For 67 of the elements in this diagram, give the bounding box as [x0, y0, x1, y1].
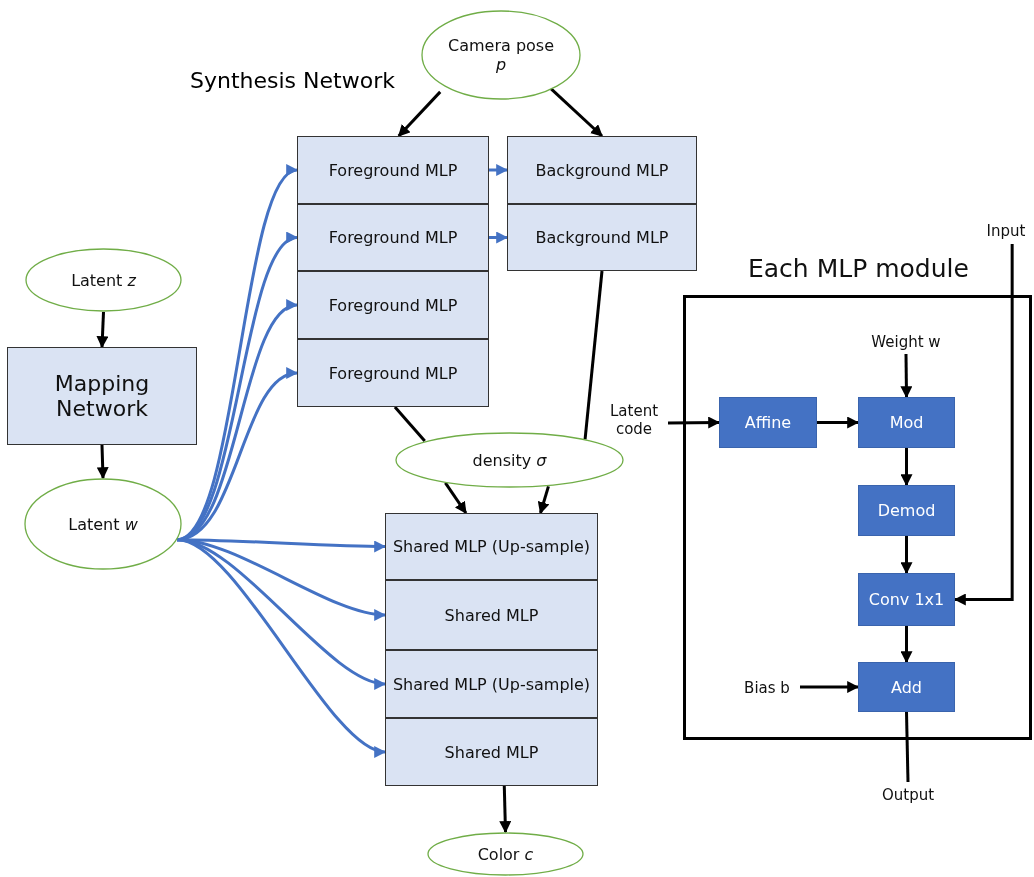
- section-title: Synthesis Network: [190, 68, 395, 93]
- arrow: [900, 626, 913, 664]
- node-label: Latent z: [71, 270, 136, 290]
- process-box: [297, 136, 489, 204]
- process-box: [507, 204, 697, 271]
- node-label: Shared MLP: [444, 742, 539, 762]
- arrow: [900, 536, 913, 575]
- arrow: [900, 354, 913, 399]
- text-label: Latent code: [600, 395, 668, 445]
- arrow: [817, 416, 860, 429]
- arrow: [668, 416, 721, 429]
- arrow: [499, 785, 512, 834]
- module-box: [719, 397, 817, 448]
- module-box: [858, 397, 955, 448]
- node-label: Foreground MLP: [328, 160, 458, 180]
- arrow: [444, 482, 468, 514]
- node-label: Camera pose p: [447, 36, 555, 74]
- node-label: Color c: [477, 844, 534, 864]
- module-box: [858, 573, 955, 626]
- process-box: [297, 339, 489, 407]
- text-label: Output: [868, 782, 948, 808]
- arrow: [489, 231, 509, 244]
- text-label: Bias b: [734, 676, 800, 700]
- arrow: [96, 311, 109, 349]
- node-label: Background MLP: [535, 228, 669, 247]
- arrow: [900, 448, 913, 487]
- node-label: Background MLP: [535, 160, 669, 180]
- process-box: [385, 513, 598, 580]
- node-label: Add: [891, 677, 922, 697]
- ellipse-node: [421, 10, 581, 100]
- node-label: Latent w: [68, 514, 138, 534]
- node-label: density σ: [472, 450, 547, 470]
- module-heading: Each MLP module: [748, 254, 969, 283]
- process-box: [7, 347, 197, 445]
- process-box: [385, 580, 598, 650]
- node-label: Foreground MLP: [328, 228, 458, 247]
- arrow: [549, 87, 604, 138]
- node-label: Mapping Network: [53, 371, 151, 421]
- arrow: [96, 444, 109, 480]
- process-box: [385, 650, 598, 718]
- process-box: [507, 136, 697, 204]
- arrow: [397, 90, 442, 138]
- node-label: Foreground MLP: [328, 363, 458, 383]
- ellipse-node: [25, 248, 182, 312]
- arrow: [176, 538, 387, 755]
- process-box: [385, 718, 598, 786]
- process-box: [297, 204, 489, 271]
- ellipse-node: [24, 478, 182, 570]
- process-box: [297, 271, 489, 339]
- node-label: Mod: [889, 413, 924, 432]
- node-label: Conv 1x1: [868, 590, 945, 609]
- node-label: Shared MLP (Up-sample): [392, 537, 591, 556]
- node-label: Affine: [744, 413, 792, 432]
- node-label: Shared MLP: [444, 605, 539, 625]
- ellipse-node: [427, 832, 584, 876]
- arrow: [800, 681, 860, 693]
- node-label: Foreground MLP: [328, 295, 458, 315]
- text-label: Input: [978, 218, 1034, 244]
- text-label: Weight w: [848, 330, 964, 354]
- arrow: [489, 164, 509, 176]
- node-label: Shared MLP (Up-sample): [392, 674, 591, 694]
- module-box: [858, 662, 955, 712]
- arrow: [537, 485, 550, 515]
- arrow: [953, 244, 1014, 606]
- node-label: Demod: [877, 501, 936, 520]
- module-box: [858, 485, 955, 536]
- ellipse-node: [395, 432, 624, 488]
